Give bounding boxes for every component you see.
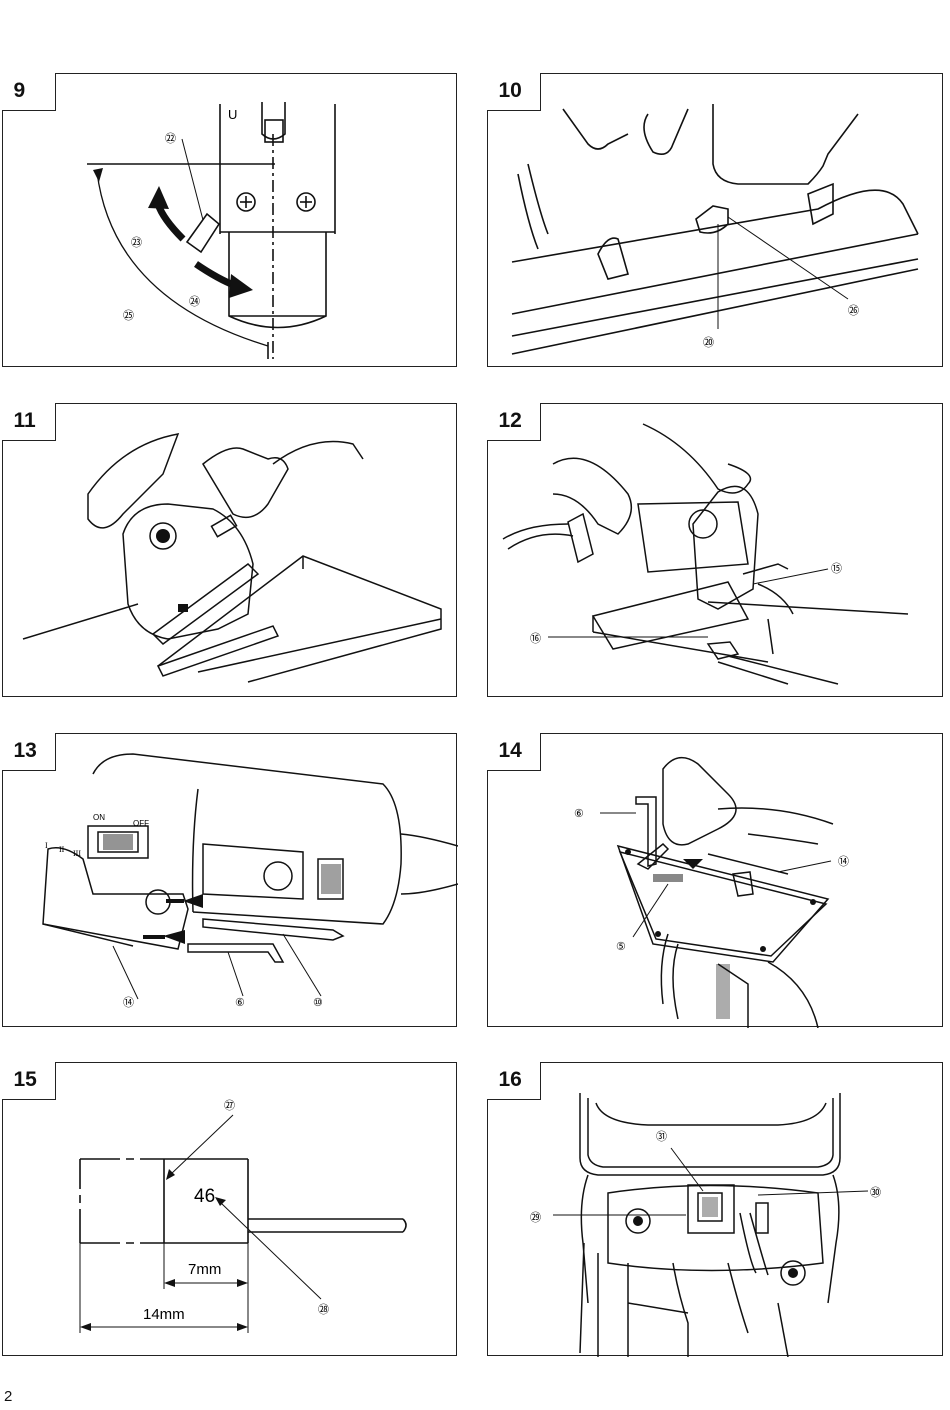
callout-6: ⑥	[235, 997, 245, 1009]
figure-13-illustration: ON OFF I II III ⑭ ⑥ ⑩	[42, 753, 458, 1009]
callout-6-fig14: ⑥	[574, 808, 584, 820]
figure-16-number: 16	[486, 1061, 541, 1100]
figure-9-number: 9	[1, 72, 56, 111]
callout-16: ⑯	[530, 632, 541, 645]
figure-10-illustration: ㉖ ⑳	[511, 104, 919, 355]
callout-26: ㉖	[848, 304, 859, 317]
figure-14-number: 14	[486, 732, 541, 771]
speed-label-1: I	[45, 841, 48, 850]
callout-28: ㉘	[318, 1303, 329, 1316]
page-number: 2	[4, 1388, 13, 1405]
blade-marking-number: 46	[194, 1186, 215, 1207]
callout-10: ⑩	[313, 997, 323, 1009]
switch-on-label: ON	[93, 813, 105, 822]
callout-30: ㉚	[870, 1186, 881, 1199]
figure-14-panel: ⑥ ⑭ ⑤ 14	[486, 732, 943, 1028]
dimension-14mm: 14mm	[143, 1306, 185, 1323]
figure-13-number: 13	[1, 732, 56, 771]
figure-14-illustration: ⑥ ⑭ ⑤	[574, 756, 849, 1028]
figure-16-illustration: ㉛ ㉚ ㉙	[530, 1093, 881, 1357]
figure-11-illustration	[22, 433, 442, 683]
figure-15-number: 15	[1, 1061, 56, 1100]
callout-14-fig14: ⑭	[838, 855, 849, 868]
callout-27: ㉗	[224, 1099, 235, 1112]
figure-12-panel: ⑮ ⑯ 12	[486, 402, 943, 697]
callout-29: ㉙	[530, 1211, 541, 1224]
speed-label-2: II	[59, 845, 65, 854]
callout-31: ㉛	[656, 1130, 667, 1143]
figure-11-number: 11	[1, 402, 56, 441]
figure-11-panel: 11	[1, 402, 457, 697]
callout-23: ㉓	[131, 236, 142, 249]
callout-15: ⑮	[831, 562, 842, 575]
callout-14: ⑭	[123, 996, 134, 1009]
callout-20: ⑳	[703, 336, 714, 349]
figure-15-illustration: 46 7mm 14mm ㉗ ㉘	[79, 1099, 407, 1333]
callout-25: ㉕	[123, 309, 134, 322]
callout-22: ㉒	[165, 132, 176, 145]
figure-13-panel: ON OFF I II III ⑭ ⑥ ⑩ 13	[1, 732, 458, 1027]
dimension-7mm: 7mm	[188, 1261, 221, 1278]
callout-24: ㉔	[189, 295, 200, 308]
callout-5: ⑤	[616, 941, 626, 953]
figure-9-illustration: U ㉒ ㉓ ㉔ ㉕	[87, 102, 336, 359]
figure-12-number: 12	[486, 402, 541, 441]
figure-16-panel: ㉛ ㉚ ㉙ 16	[486, 1061, 943, 1357]
blade-mark: U	[228, 107, 237, 122]
figure-10-number: 10	[486, 72, 541, 111]
figure-9-panel: U ㉒ ㉓ ㉔ ㉕ 9	[1, 72, 457, 367]
figure-10-panel: ㉖ ⑳ 10	[486, 72, 943, 367]
figure-12-illustration: ⑮ ⑯	[502, 423, 909, 685]
switch-off-label: OFF	[133, 819, 149, 828]
figure-15-panel: 46 7mm 14mm ㉗ ㉘ 15	[1, 1061, 457, 1356]
speed-label-3: III	[73, 849, 81, 858]
